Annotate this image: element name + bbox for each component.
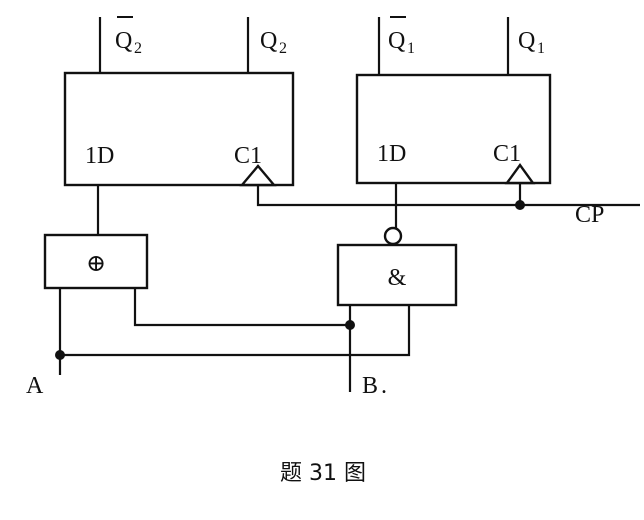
ff2-q-subscript: 2 [279, 40, 287, 57]
ff1-qbar-subscript: 1 [407, 40, 415, 57]
ff2-qbar-label: Q 2 [115, 16, 142, 57]
ff2-qbar-subscript: 2 [134, 40, 142, 57]
ff1-qbar-letter: Q [388, 28, 405, 54]
cp-junction-dot [515, 200, 525, 210]
ff2-clock-label: C1 [234, 143, 262, 169]
ff1-d-input-label: 1D [377, 141, 406, 167]
input-b-label: B [362, 373, 378, 399]
ff2-d-input-label: 1D [85, 143, 114, 169]
xor-input-b-wire [133, 288, 350, 327]
cp-label: CP [575, 202, 604, 228]
flip-flop-1 [355, 73, 552, 185]
ff1-q-letter: Q [518, 28, 535, 54]
figure-caption: 题 31 图 [280, 461, 366, 486]
ff1-q-label: Q 1 [518, 28, 545, 57]
cp-clock-wire [256, 185, 640, 207]
input-a-label: A [26, 373, 44, 399]
and-input-a-wire [60, 305, 411, 357]
and-gate [336, 243, 458, 307]
flip-flop-2 [63, 71, 295, 187]
ff1-qbar-label: Q 1 [388, 16, 415, 57]
ff2-q-letter: Q [260, 28, 277, 54]
xor-symbol: ⊕ [86, 251, 106, 277]
and-output-inversion-bubble [383, 226, 403, 246]
xor-gate [43, 233, 149, 290]
and-symbol: & [388, 265, 407, 291]
ff1-q-subscript: 1 [537, 40, 545, 57]
ff1-clock-label: C1 [493, 141, 521, 167]
input-b-period: . [381, 373, 387, 399]
a-junction-dot [55, 350, 65, 360]
ff2-q-label: Q 2 [260, 28, 287, 57]
b-junction-dot [345, 320, 355, 330]
ff2-qbar-letter: Q [115, 28, 132, 54]
